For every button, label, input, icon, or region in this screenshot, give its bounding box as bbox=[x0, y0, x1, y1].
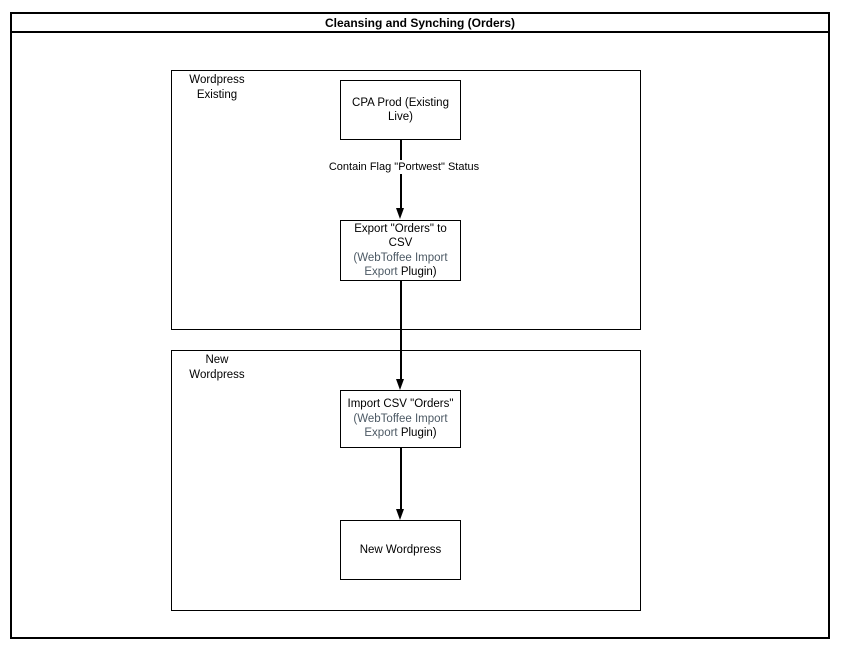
arrow-head-icon bbox=[396, 208, 404, 219]
arrow-head-icon bbox=[396, 379, 404, 390]
container-label-wordpress-existing: Wordpress Existing bbox=[177, 73, 257, 103]
node-text-line: Export Plugin) bbox=[364, 426, 436, 441]
node-export-orders-csv: Export "Orders" to CSV (WebToffee Import… bbox=[340, 220, 461, 281]
node-import-csv-orders: Import CSV "Orders" (WebToffee Import Ex… bbox=[340, 390, 461, 448]
plugin-name-text: Export bbox=[364, 266, 398, 278]
node-text-line: New Wordpress bbox=[359, 543, 442, 556]
node-text-line: (WebToffee Import bbox=[353, 251, 447, 266]
plugin-name-text: (WebToffee Import bbox=[353, 251, 448, 264]
container-label-line: Wordpress bbox=[189, 74, 245, 86]
container-label-line: Existing bbox=[196, 89, 238, 101]
node-text-part: Plugin) bbox=[397, 266, 437, 278]
page-title: Cleansing and Synching (Orders) bbox=[324, 15, 516, 30]
container-label-line: New bbox=[205, 354, 229, 366]
node-text-line: Live) bbox=[388, 111, 413, 123]
node-text-line: CPA Prod (Existing bbox=[352, 96, 449, 109]
node-cpa-prod: CPA Prod (Existing Live) bbox=[340, 80, 461, 140]
node-text-line: Import CSV "Orders" bbox=[347, 398, 454, 411]
arrow-line-cpa-to-export bbox=[400, 140, 402, 209]
node-text-line: (WebToffee Import bbox=[353, 412, 447, 427]
node-text-part: Plugin) bbox=[397, 427, 437, 440]
plugin-name-text: Export bbox=[364, 427, 398, 440]
edge-label-portwest-status: Contain Flag "Portwest" Status bbox=[325, 160, 483, 174]
container-label-new-wordpress: New Wordpress bbox=[177, 353, 257, 383]
arrow-line-export-to-import bbox=[400, 281, 402, 380]
arrow-head-icon bbox=[396, 509, 404, 520]
node-text-line: CSV bbox=[388, 237, 413, 249]
plugin-name-text: (WebToffee Import bbox=[353, 412, 448, 425]
node-new-wordpress: New Wordpress bbox=[340, 520, 461, 580]
container-label-line: Wordpress bbox=[189, 369, 245, 381]
diagram-title-bar: Cleansing and Synching (Orders) bbox=[10, 12, 830, 33]
node-text-line: Export Plugin) bbox=[364, 265, 436, 280]
node-text-line: Export "Orders" to bbox=[354, 222, 447, 235]
arrow-line-import-to-new bbox=[400, 448, 402, 510]
